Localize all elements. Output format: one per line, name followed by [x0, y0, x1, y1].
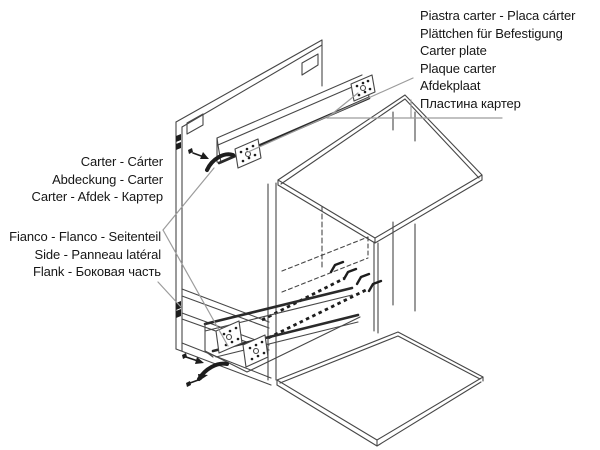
carter-plate-bottom-right: [242, 334, 269, 368]
bottom-carter-bar: [203, 286, 361, 373]
spring-clips: [182, 148, 235, 387]
label-side-panel: Fianco - Flanco - Seitenteil Side - Pann…: [9, 228, 161, 281]
panel-slot-cutout: [186, 113, 204, 135]
label-line: Piastra carter - Placa cárter: [420, 8, 576, 23]
label-line: Пластина картер: [420, 95, 521, 111]
leader-carter: [162, 167, 215, 231]
panel-edge-holes: [176, 134, 181, 318]
panel-slot-cutout: [301, 53, 319, 76]
label-line: Plättchen für Befestigung: [420, 25, 563, 41]
rail-end-clips: [329, 260, 383, 293]
carter-plate-left: [234, 138, 262, 169]
screw-rows: [261, 260, 383, 343]
side-panel: [175, 39, 323, 386]
insertion-arrow-icon: [186, 374, 208, 387]
label-carter: Carter - Cárter Abdeckung - Carter Carte…: [31, 153, 164, 206]
leader-lines: [157, 77, 503, 347]
label-line: Carter - Cárter: [80, 154, 163, 169]
label-line: Side - Panneau latéral: [34, 246, 162, 262]
label-line: Afdekplaat: [420, 78, 481, 93]
hidden-edges: [281, 236, 369, 293]
leader-carter: [162, 229, 229, 347]
label-line: Flank - Боковая часть: [33, 264, 161, 279]
carter-plate-bottom-left: [215, 320, 243, 354]
label-line: Plaque carter: [420, 60, 497, 76]
insertion-arrow-icon: [182, 353, 204, 364]
cabinet-bottom-shelf: [276, 331, 484, 441]
carter-plate-right: [350, 74, 376, 102]
label-line: Fianco - Flanco - Seitenteil: [9, 229, 161, 244]
cabinet-carcass: [267, 94, 484, 447]
label-line: Carter plate: [420, 43, 487, 58]
insertion-arrow-icon: [188, 148, 209, 159]
label-line: Carter - Afdek - Картер: [31, 189, 164, 204]
leader-side-panel: [157, 281, 182, 308]
leader-carter-plate: [326, 92, 359, 119]
label-line: Abdeckung - Carter: [52, 171, 163, 187]
label-carter-plate: Piastra carter - Placa cárter Plättchen …: [420, 7, 575, 112]
spring-clip: [205, 152, 235, 172]
